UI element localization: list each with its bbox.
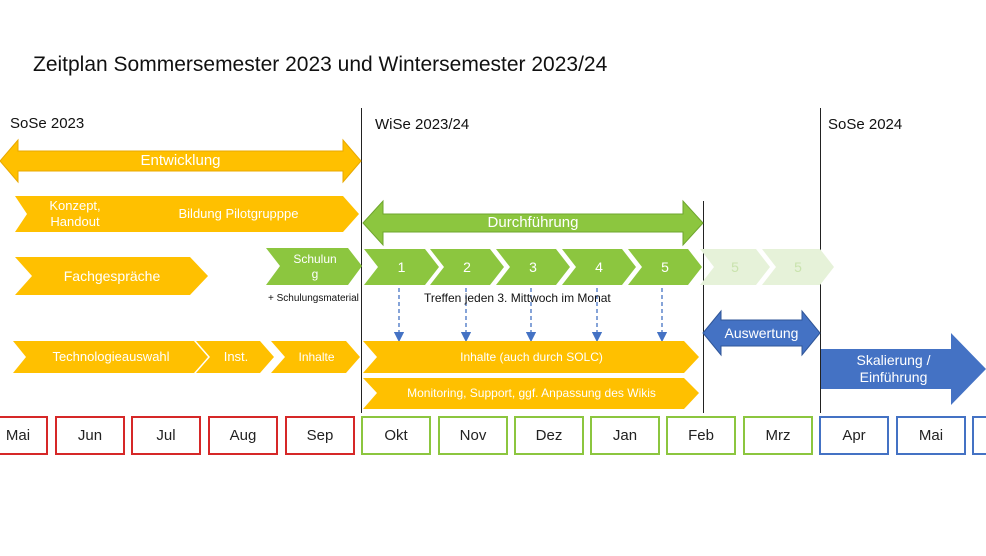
page-title: Zeitplan Sommersemester 2023 und Winters…: [33, 53, 608, 76]
month-box-partial: [972, 416, 986, 455]
auswertung-label: Auswertung: [724, 324, 799, 341]
meeting-chevron-1: [364, 249, 439, 285]
fachgespraeche-arrow: [15, 257, 208, 295]
inst-label: Inst.: [223, 349, 249, 365]
semester-label-sose2024: SoSe 2024: [828, 116, 903, 133]
meeting-chevron-3: [496, 249, 570, 285]
month-box-okt: Okt: [361, 416, 431, 455]
fachgespraeche-label: Fachgespräche: [63, 267, 161, 284]
inst-arrow: [196, 341, 274, 373]
meeting-label-2: 2: [463, 258, 471, 275]
inhalte-solc-label: Inhalte (auch durch SOLC): [460, 349, 603, 364]
schulungsmaterial-note: + Schulungsmaterial: [268, 293, 359, 304]
phase-divider-feb: [703, 201, 704, 413]
schulung-label: Schulun g: [293, 252, 337, 281]
entwicklung-label: Entwicklung: [140, 152, 221, 169]
technologieauswahl-arrow: [13, 341, 208, 373]
month-box-sep: Sep: [285, 416, 355, 455]
month-box-nov: Nov: [438, 416, 508, 455]
ghost-meeting-label-1: 5: [731, 258, 739, 275]
meeting-chevron-4: [562, 249, 636, 285]
ghost-meeting-label-2: 5: [794, 258, 802, 275]
pilotgruppe-label: Bildung Pilotgrupppe: [178, 206, 299, 222]
monitoring-label: Monitoring, Support, ggf. Anpassung des …: [407, 386, 656, 401]
inhalte-label: Inhalte: [298, 349, 335, 364]
meeting-label-5: 5: [661, 258, 669, 275]
semester-label-wise2023: WiSe 2023/24: [375, 116, 470, 133]
auswertung-arrow: [702, 309, 821, 357]
skalierung-label: Skalierung / Einführung: [856, 352, 931, 385]
month-box-jul: Jul: [131, 416, 201, 455]
month-box-apr: Apr: [819, 416, 889, 455]
skalierung-arrow: [821, 333, 986, 405]
month-box-mai-2023: Mai: [0, 416, 48, 455]
technologieauswahl-label: Technologieauswahl: [52, 349, 170, 365]
month-box-jan: Jan: [590, 416, 660, 455]
meeting-label-4: 4: [595, 258, 603, 275]
semester-label-sose2023: SoSe 2023: [10, 115, 85, 132]
month-box-feb: Feb: [666, 416, 736, 455]
month-box-aug: Aug: [208, 416, 278, 455]
inhalte-solc-arrow: [363, 341, 699, 373]
meeting-chevron-2: [430, 249, 504, 285]
durchfuehrung-arrow: [362, 199, 704, 247]
treffen-note: Treffen jeden 3. Mittwoch im Monat: [424, 291, 611, 305]
durchfuehrung-label: Durchführung: [487, 214, 579, 231]
ghost-chevron-2: [762, 249, 834, 285]
konzept-label: Konzept, Handout: [49, 198, 101, 229]
ghost-chevron-1: [700, 249, 770, 285]
monitoring-arrow: [363, 378, 699, 409]
konzept-arrow: [15, 196, 133, 232]
month-box-jun: Jun: [55, 416, 125, 455]
meeting-label-1: 1: [397, 258, 406, 275]
meeting-label-3: 3: [529, 258, 537, 275]
semester-divider-wise: [361, 108, 362, 413]
meeting-chevron-5: [628, 249, 702, 285]
schulung-arrow: [266, 248, 362, 285]
month-box-mai-2024: Mai: [896, 416, 966, 455]
month-box-dez: Dez: [514, 416, 584, 455]
inhalte-arrow: [271, 341, 360, 373]
pilotgruppe-arrow: [117, 196, 359, 232]
entwicklung-arrow: [0, 138, 362, 184]
month-box-mrz: Mrz: [743, 416, 813, 455]
